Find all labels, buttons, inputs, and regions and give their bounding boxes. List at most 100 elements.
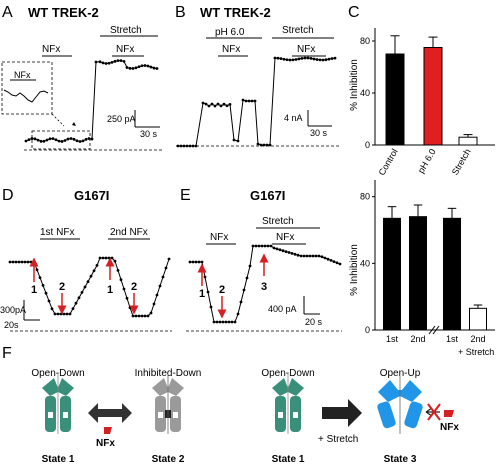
trace-d-point — [134, 314, 138, 318]
trace-a-point — [90, 137, 94, 141]
trace-b-point — [300, 56, 304, 60]
trace-d-point — [146, 314, 150, 318]
trace-b-point — [210, 102, 214, 106]
trace-d-point — [131, 314, 135, 318]
bar — [458, 136, 478, 146]
trace-a-point — [125, 66, 129, 69]
state-label: State 1 — [42, 454, 75, 465]
trace-e-point — [260, 244, 264, 248]
trace-e-point — [200, 260, 204, 264]
trace-b-point — [330, 57, 334, 60]
trace-e-point — [314, 254, 318, 258]
trace-e-point — [302, 254, 306, 258]
trace-d-point — [101, 256, 105, 260]
trace-e-point — [215, 320, 219, 324]
arrow-label: 1 — [107, 284, 113, 296]
trace-b-point — [273, 56, 277, 60]
trace-d-point — [89, 274, 93, 278]
stretch-label: + Stretch — [318, 434, 358, 445]
inset-arrow-icon — [72, 122, 76, 126]
trace-b-point — [201, 101, 205, 105]
ph-bar-label: pH 6.0 — [215, 27, 245, 38]
trace-a-point — [75, 139, 79, 143]
trace-b-point — [213, 104, 217, 108]
nfx-label: NFx — [440, 422, 459, 433]
trace-d-point — [83, 285, 87, 289]
panel-letter-c: C — [348, 4, 360, 21]
trace-a-point — [101, 61, 105, 65]
trace-d-point — [107, 256, 111, 260]
trace-a-point — [66, 137, 70, 141]
trace-d-point — [68, 312, 72, 316]
trace-e-point — [269, 244, 273, 248]
trace-e-point — [242, 288, 246, 292]
arrow-label: 3 — [261, 281, 267, 293]
trace-b-point — [303, 56, 307, 60]
trace-e-point — [323, 256, 327, 260]
stretch-nfx-bar-label: NFx — [276, 232, 294, 243]
trace-a-line — [25, 60, 158, 143]
trace-d-point — [152, 302, 156, 306]
trace-a-point — [48, 137, 52, 141]
trace-b-point — [250, 99, 254, 103]
trace-e — [188, 244, 342, 324]
trace-a-point — [104, 62, 108, 65]
trace-b-point — [297, 57, 301, 61]
state-title: Open-Down — [31, 368, 84, 379]
nfx-bar-label: NFx — [42, 44, 60, 55]
scale-time-label: 30 s — [310, 128, 328, 138]
trace-b-point — [309, 57, 313, 60]
y-tick-label: 40 — [360, 258, 370, 268]
trace-e-point — [197, 260, 201, 264]
trace-a-point — [107, 61, 111, 65]
x-tick-label: pH 6.0 — [416, 147, 438, 175]
inset-nfx-label: NFx — [14, 70, 31, 80]
trace-a-point — [146, 64, 150, 68]
state-title: Inhibited-Down — [135, 368, 202, 379]
trace-d-point — [35, 268, 39, 272]
trace-a-point — [33, 137, 37, 141]
trace-a-point — [131, 67, 135, 70]
trace-a-point — [128, 66, 132, 70]
trace-d-point — [92, 269, 96, 273]
trace-d-point — [125, 296, 129, 300]
panel-letter-b: B — [175, 4, 186, 21]
bar — [469, 307, 487, 331]
equilibrium-arrow-icon — [88, 403, 132, 423]
trace-b-point — [256, 142, 260, 146]
trace-e-point — [221, 320, 225, 324]
y-axis-label: % Inhibition — [349, 244, 360, 296]
trace-a-point — [63, 139, 67, 142]
trace-d-point — [23, 260, 27, 264]
trace-e-point — [290, 252, 294, 255]
second-nfx-label: 2nd NFx — [110, 227, 148, 238]
trace-b-point — [207, 104, 211, 108]
zoom-region-box — [31, 130, 91, 150]
trace-b-point — [276, 56, 280, 60]
x-tick-label: 2nd — [410, 334, 425, 344]
stretch-nfx-bar-label: NFx — [116, 44, 134, 55]
trace-b-point — [216, 102, 220, 106]
trace-e-point — [218, 320, 222, 324]
scale-time-label: 20s — [4, 320, 19, 330]
trace-e-point — [293, 252, 297, 256]
trace-d-point — [86, 280, 90, 283]
trace-e-point — [239, 300, 243, 304]
trace-a-point — [57, 139, 61, 143]
state-label: State 2 — [152, 454, 185, 465]
trace-e-point — [320, 255, 324, 259]
x-tick-label: Control — [377, 147, 400, 177]
trace-e-point — [311, 254, 315, 258]
arrow-label: 1 — [199, 288, 205, 300]
trace-b-point — [247, 99, 251, 103]
trace-e-point — [236, 312, 240, 316]
trace-a-point — [110, 61, 114, 64]
trace-b-point — [282, 57, 286, 61]
trace-e-point — [284, 250, 288, 254]
trace-b-point — [228, 102, 232, 106]
y-tick-label: 0 — [365, 325, 370, 335]
trace-d-point — [65, 312, 69, 316]
